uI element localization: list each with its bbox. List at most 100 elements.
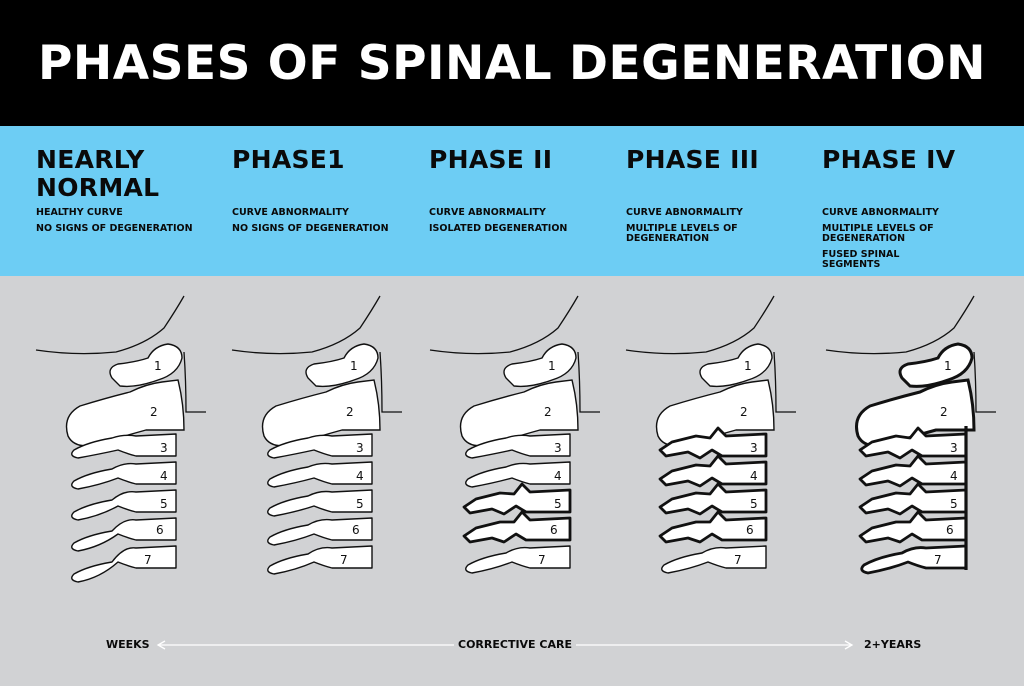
vertebra-c3 — [858, 426, 968, 460]
vertebra-c7 — [267, 545, 373, 575]
phase-4: PHASE IV CURVE ABNORMALITY MULTIPLE LEVE… — [822, 145, 1007, 270]
phase-line: CURVE ABNORMALITY — [429, 207, 546, 218]
vertebra-c3 — [658, 426, 768, 460]
phase-1: PHASE1 CURVE ABNORMALITY NO SIGNS OF DEG… — [232, 145, 417, 234]
vertebra-c4 — [267, 461, 373, 488]
vertebra-c4 — [71, 461, 177, 490]
phase-line: CURVE ABNORMALITY — [822, 207, 939, 218]
vertebra-c1 — [699, 343, 773, 388]
vertebra-label-2: 2 — [150, 405, 158, 419]
phase-line: CURVE ABNORMALITY — [626, 207, 743, 218]
phase-line: CURVE ABNORMALITY — [232, 207, 349, 218]
vertebra-label-6: 6 — [550, 523, 558, 537]
phase-line: ISOLATED DEGENERATION — [429, 223, 568, 234]
vertebra-label-5: 5 — [750, 497, 758, 511]
vertebra-label-2: 2 — [346, 405, 354, 419]
vertebra-label-2: 2 — [544, 405, 552, 419]
vertebra-label-1: 1 — [350, 359, 358, 373]
phase-title: NEARLY NORMAL — [36, 145, 160, 202]
vertebra-label-3: 3 — [160, 441, 168, 455]
vertebra-c5 — [71, 489, 177, 521]
phase-title: PHASE II — [429, 145, 553, 174]
skull-outline — [825, 295, 975, 355]
phase-title: PHASE1 — [232, 145, 345, 174]
phase-nearly-normal: NEARLY NORMAL HEALTHY CURVE NO SIGNS OF … — [36, 145, 221, 234]
vertebra-c3 — [71, 433, 177, 459]
timeline: WEEKS CORRECTIVE CARE 2+YEARS — [0, 636, 1024, 654]
vertebra-c5 — [267, 489, 373, 517]
vertebra-label-3: 3 — [950, 441, 958, 455]
neck-outline — [577, 351, 600, 413]
phase-2: PHASE II CURVE ABNORMALITY ISOLATED DEGE… — [429, 145, 614, 234]
neck-outline — [183, 351, 206, 413]
vertebra-label-4: 4 — [356, 469, 364, 483]
page-title: PHASES OF SPINAL DEGENERATION — [37, 36, 987, 91]
spine-diagram-2: 1 2 3 4 5 6 7 — [429, 295, 600, 574]
vertebra-c5 — [462, 482, 572, 516]
skull-outline — [231, 295, 381, 355]
phase-title: PHASE III — [626, 145, 759, 174]
phase-3: PHASE III CURVE ABNORMALITY MULTIPLE LEV… — [626, 145, 811, 244]
vertebra-c7 — [860, 544, 968, 575]
vertebra-label-2: 2 — [940, 405, 948, 419]
vertebra-label-1: 1 — [744, 359, 752, 373]
vertebra-c3 — [267, 433, 373, 459]
timeline-end-label: 2+YEARS — [864, 638, 922, 651]
vertebra-c7 — [661, 545, 767, 574]
vertebra-c1 — [503, 343, 577, 388]
vertebra-label-4: 4 — [750, 469, 758, 483]
vertebra-c1 — [109, 343, 183, 388]
vertebra-label-5: 5 — [356, 497, 364, 511]
phase-band — [0, 126, 1024, 276]
vertebra-label-2: 2 — [740, 405, 748, 419]
vertebra-c6 — [267, 517, 373, 546]
vertebra-label-3: 3 — [356, 441, 364, 455]
phase-line: NO SIGNS OF DEGENERATION — [36, 223, 193, 234]
vertebra-label-7: 7 — [538, 553, 546, 567]
vertebra-c4 — [658, 454, 768, 488]
vertebra-label-6: 6 — [352, 523, 360, 537]
vertebra-c6 — [858, 510, 968, 544]
skull-outline — [429, 295, 579, 355]
neck-outline — [973, 351, 996, 413]
vertebra-label-5: 5 — [160, 497, 168, 511]
vertebra-c5 — [858, 482, 968, 516]
vertebra-c7 — [465, 545, 571, 574]
vertebra-c6 — [71, 517, 177, 552]
phase-line: FUSED SPINAL SEGMENTS — [822, 249, 900, 270]
vertebra-label-1: 1 — [548, 359, 556, 373]
phase-line: NO SIGNS OF DEGENERATION — [232, 223, 389, 234]
vertebra-c6 — [658, 510, 768, 544]
vertebra-label-1: 1 — [944, 359, 952, 373]
vertebra-label-7: 7 — [734, 553, 742, 567]
neck-outline — [379, 351, 402, 413]
vertebra-c7 — [71, 545, 177, 583]
vertebra-c6 — [462, 510, 572, 544]
vertebra-label-6: 6 — [156, 523, 164, 537]
vertebra-label-3: 3 — [554, 441, 562, 455]
vertebra-c4 — [465, 461, 571, 488]
vertebra-label-4: 4 — [160, 469, 168, 483]
phase-title: PHASE IV — [822, 145, 956, 174]
vertebra-c5 — [658, 482, 768, 516]
vertebra-label-6: 6 — [946, 523, 954, 537]
vertebra-c3 — [465, 433, 571, 459]
vertebra-label-3: 3 — [750, 441, 758, 455]
phase-line: HEALTHY CURVE — [36, 207, 123, 218]
skull-outline — [35, 295, 185, 355]
vertebra-label-5: 5 — [950, 497, 958, 511]
vertebra-label-5: 5 — [554, 497, 562, 511]
phase-line: MULTIPLE LEVELS OF DEGENERATION — [626, 223, 738, 244]
timeline-start-label: WEEKS — [106, 638, 150, 651]
header-bar: PHASES OF SPINAL DEGENERATION — [0, 0, 1024, 126]
vertebra-label-4: 4 — [554, 469, 562, 483]
neck-outline — [773, 351, 796, 413]
vertebra-c1 — [305, 343, 379, 388]
vertebra-c4 — [858, 454, 968, 488]
phase-line: MULTIPLE LEVELS OF DEGENERATION — [822, 223, 934, 244]
